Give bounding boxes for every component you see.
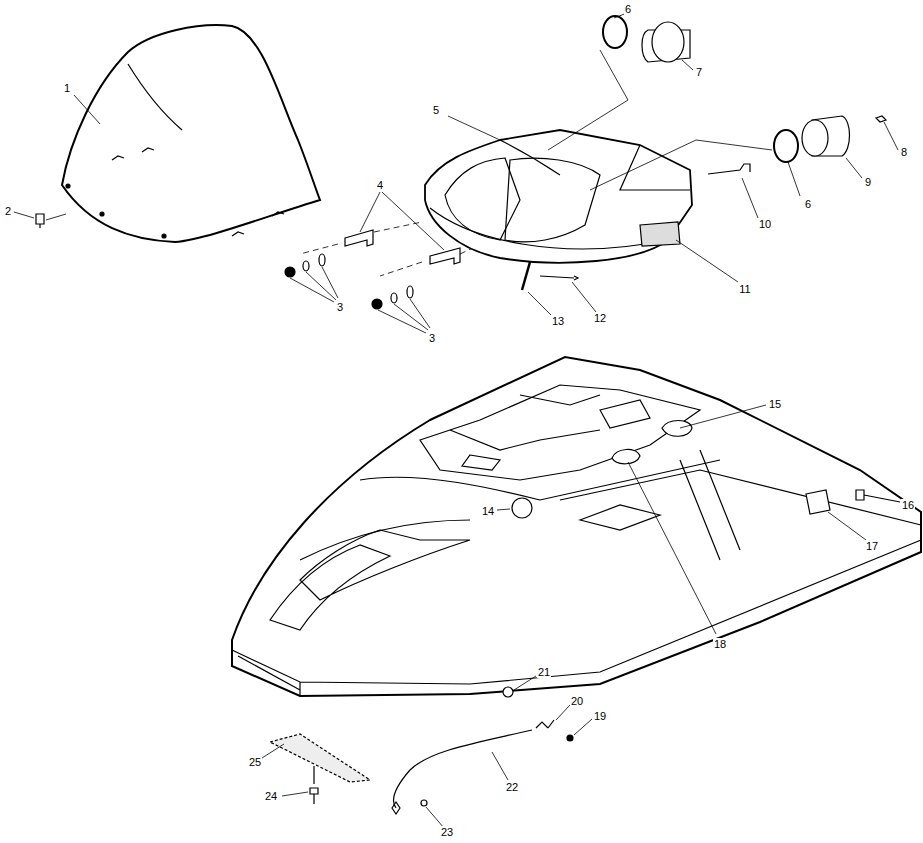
leader-line: [497, 509, 510, 510]
callout-number: 7: [695, 66, 703, 78]
callout-number: 25: [248, 756, 262, 768]
cable-clip: [536, 720, 554, 728]
hood-ridge: [300, 460, 921, 560]
leader-line: [262, 744, 284, 758]
leader-line: [528, 292, 552, 316]
leader-line: [74, 95, 100, 124]
decal: [512, 498, 532, 518]
nut: [567, 735, 573, 741]
washer: [319, 254, 325, 266]
pod-lens: [445, 158, 520, 240]
cockpit: [420, 385, 700, 480]
callout-number: 3: [336, 301, 344, 313]
strap: [522, 262, 530, 290]
windshield-hole: [162, 234, 166, 238]
callout-number: 2: [4, 205, 12, 217]
callout-number: 3: [428, 332, 436, 344]
screw: [310, 766, 318, 804]
callout-number: 6: [624, 3, 632, 15]
bracket: [345, 230, 373, 246]
pod-edge: [430, 140, 690, 249]
side-line: [680, 450, 740, 560]
gauge-ring: [603, 16, 627, 48]
leader-line: [448, 116, 500, 140]
callout-number: 12: [593, 312, 607, 324]
callout-number: 17: [865, 540, 879, 552]
callout-number: 14: [481, 505, 495, 517]
cable-tie: [540, 276, 578, 280]
hood-edge: [232, 540, 921, 696]
screw: [36, 214, 44, 228]
callout-number: 18: [713, 638, 727, 650]
callout-number: 20: [570, 695, 584, 707]
callout-number: 22: [505, 781, 519, 793]
callout-number: 1: [63, 82, 71, 94]
callout-number: 9: [864, 176, 872, 188]
callout-number: 5: [432, 104, 440, 116]
latch: [612, 421, 692, 464]
leader-line: [282, 792, 308, 796]
windshield-fold: [128, 64, 182, 130]
leader-line: [514, 676, 536, 690]
callout-number: 13: [551, 315, 565, 327]
callout-number: 4: [376, 179, 384, 191]
callout-number: 6: [804, 198, 812, 210]
clip: [806, 490, 830, 514]
wire-harness: [708, 164, 750, 174]
washer: [303, 261, 309, 271]
nut: [372, 299, 382, 309]
leader-line: [828, 512, 866, 540]
side-vent: [580, 505, 660, 530]
windshield-hole: [100, 212, 104, 216]
hood: [232, 357, 921, 696]
bulb: [876, 116, 886, 122]
callout-number: 11: [738, 283, 751, 295]
nut: [285, 267, 295, 277]
leader-line: [574, 719, 592, 735]
leader-line: [14, 212, 66, 220]
foam-block: [640, 222, 680, 246]
grommet: [503, 687, 513, 697]
callout-number: 8: [900, 146, 908, 158]
leader-line: [556, 705, 570, 720]
bracket: [430, 248, 460, 264]
tachometer-face: [652, 22, 684, 62]
fastener: [856, 490, 900, 502]
skid-plate: [270, 734, 370, 782]
headlight-pod: [425, 130, 692, 263]
cable-eye: [392, 802, 400, 814]
leader-line: [628, 405, 766, 634]
callout-number: 19: [593, 710, 607, 722]
leader-line: [548, 13, 693, 150]
front-vent: [270, 530, 470, 630]
leader-line: [590, 122, 898, 196]
windshield: [62, 25, 320, 242]
callout-number: 23: [440, 826, 454, 838]
callout-number: 10: [758, 218, 772, 230]
leader-line: [290, 267, 430, 333]
leader-line: [572, 282, 596, 312]
gauge-ring: [774, 130, 798, 162]
windshield-hole: [66, 184, 70, 188]
windshield-slots: [112, 148, 284, 236]
washer: [421, 800, 427, 806]
callout-number: 15: [768, 398, 782, 410]
washer: [391, 293, 397, 303]
hood-cable: [394, 730, 532, 808]
leader-line: [742, 178, 758, 218]
callout-number: 21: [537, 666, 551, 678]
speedometer-face: [802, 120, 828, 156]
leader-line: [676, 240, 738, 282]
leader-line: [426, 807, 444, 828]
washer: [407, 286, 413, 298]
callout-number: 24: [264, 790, 278, 802]
nut-washer-set: [285, 254, 413, 309]
leader-line: [492, 752, 508, 780]
callout-number: 16: [901, 499, 915, 511]
